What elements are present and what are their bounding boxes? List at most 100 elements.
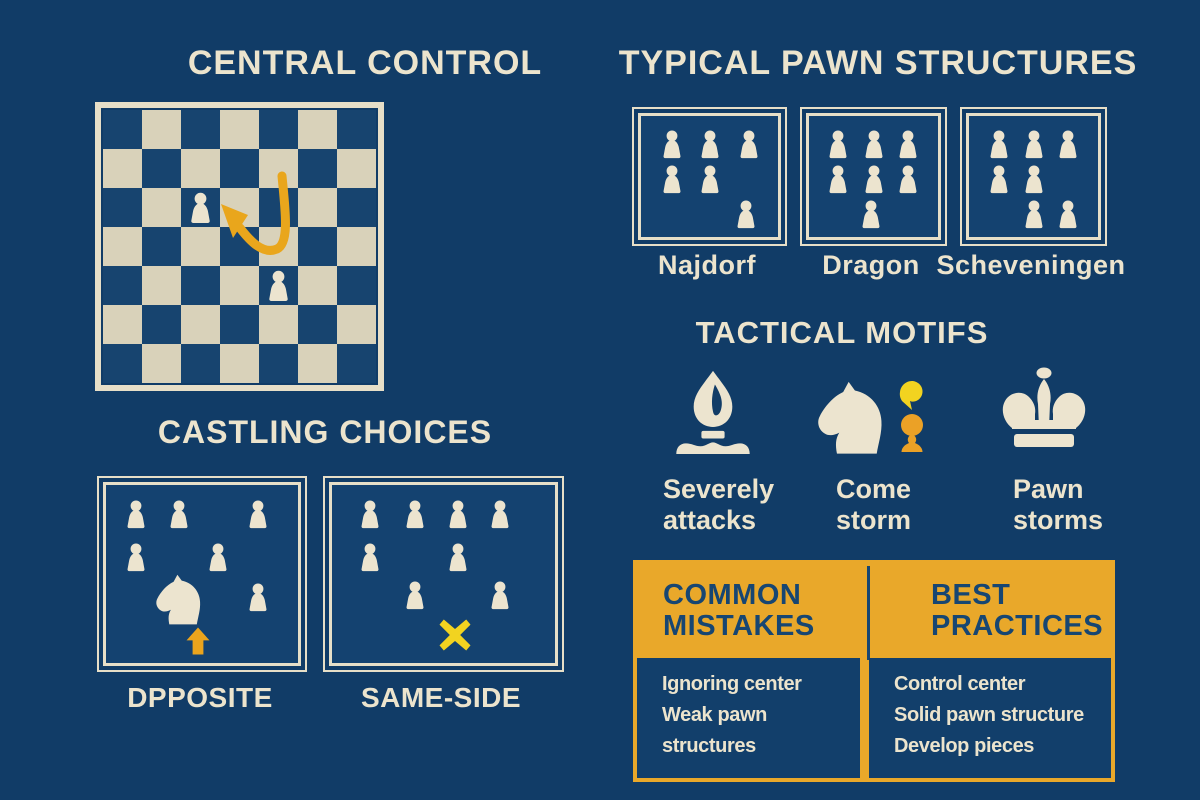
- list-item: Solid pawn structure: [894, 704, 1084, 726]
- structure-label-najdorf: Najdorf: [658, 250, 756, 280]
- pawn-icon: [826, 130, 849, 159]
- board-square: [259, 227, 298, 266]
- pawn-icon: [862, 130, 885, 159]
- pawn-icon: [988, 165, 1011, 194]
- structure-box-dragon: [800, 107, 947, 246]
- board-square: [220, 149, 259, 188]
- board-square: [142, 305, 181, 344]
- list-item: Ignoring center: [662, 673, 802, 695]
- header-line: MISTAKES: [663, 610, 815, 642]
- board-square: [103, 149, 142, 188]
- pawn-icon: [404, 581, 427, 610]
- pawn-icon: [660, 130, 683, 159]
- board-square: [298, 110, 337, 149]
- board-square: [103, 344, 142, 383]
- motif-label-line: storms: [1013, 505, 1104, 535]
- column-divider: [867, 566, 870, 660]
- pawn-icon: [446, 542, 469, 571]
- board-square: [181, 305, 220, 344]
- board-square: [259, 110, 298, 149]
- board-square: [142, 188, 181, 227]
- board-square: [181, 110, 220, 149]
- best-practices-panel: Control center Solid pawn structure Deve…: [869, 658, 1111, 778]
- board-square: [142, 227, 181, 266]
- king-crown-icon: [1000, 366, 1088, 452]
- comparison-table: COMMON MISTAKES BEST PRACTICES Ignoring …: [633, 560, 1115, 782]
- pawn-icon: [359, 500, 382, 529]
- board-square: [181, 227, 220, 266]
- pawn-icon: [698, 165, 721, 194]
- list-item: Develop pieces: [894, 735, 1035, 757]
- motif-label-severely-attacks: Severely attacks: [663, 474, 774, 536]
- list-item: Control center: [894, 673, 1026, 695]
- pawn-icon: [125, 500, 148, 529]
- pawn-icon: [859, 200, 882, 229]
- pawn-icon: [246, 583, 269, 612]
- board-square: [259, 266, 298, 305]
- pawn-icon: [207, 542, 230, 571]
- motif-label-come-storm: Come storm: [836, 474, 911, 536]
- pawn-icon: [489, 581, 512, 610]
- board-square: [103, 110, 142, 149]
- board-square: [259, 344, 298, 383]
- board-square: [103, 266, 142, 305]
- pawn-icon: [737, 130, 760, 159]
- header-line: BEST: [931, 579, 1011, 611]
- pawn-icon: [1056, 200, 1079, 229]
- pawn-icon: [988, 130, 1011, 159]
- tactical-motifs-title: TACTICAL MOTIFS: [695, 315, 989, 350]
- board-square: [298, 344, 337, 383]
- board-square: [181, 266, 220, 305]
- board-square: [337, 266, 376, 305]
- structure-box-najdorf: [632, 107, 787, 246]
- castling-choices-title: CASTLING CHOICES: [157, 414, 493, 450]
- pawn-icon: [1056, 130, 1079, 159]
- pawn-icon: [698, 130, 721, 159]
- board-square: [337, 305, 376, 344]
- structure-box-scheveningen: [960, 107, 1107, 246]
- pawn-icon: [168, 500, 191, 529]
- pawn-icon: [734, 200, 757, 229]
- board-square: [298, 149, 337, 188]
- pawn-icon: [1022, 165, 1045, 194]
- motif-label-line: Severely: [663, 474, 775, 504]
- pawn-icon: [359, 542, 382, 571]
- pawn-icon: [489, 500, 512, 529]
- list-item: Weak pawn structures: [662, 704, 767, 757]
- pawn-icon: [446, 500, 469, 529]
- pawn-icon: [896, 130, 919, 159]
- board-square: [259, 305, 298, 344]
- board-square: [298, 227, 337, 266]
- board-square: [259, 188, 298, 227]
- pawn-icon: [404, 500, 427, 529]
- board-square: [103, 227, 142, 266]
- board-square: [181, 188, 220, 227]
- board-square: [220, 344, 259, 383]
- bishop-flame-icon: [672, 369, 754, 454]
- board-square: [337, 188, 376, 227]
- structure-label-dragon: Dragon: [822, 250, 920, 280]
- pawn-icon: [896, 165, 919, 194]
- board-square: [142, 149, 181, 188]
- comparison-body: Ignoring center Weak pawn structures Con…: [637, 658, 1111, 778]
- pawn-icon: [826, 165, 849, 194]
- board-square: [142, 110, 181, 149]
- header-line: COMMON: [663, 579, 802, 611]
- board-square: [298, 266, 337, 305]
- board-square: [220, 305, 259, 344]
- pawn-icon: [266, 270, 291, 301]
- board-square: [103, 188, 142, 227]
- board-square: [220, 110, 259, 149]
- knight-icon: [152, 571, 206, 627]
- pawn-icon: [246, 500, 269, 529]
- board-square: [337, 110, 376, 149]
- chessboard-grid: [103, 110, 376, 383]
- best-practices-header: BEST PRACTICES: [867, 560, 1115, 658]
- castling-label-opposite: DPPOSITE: [127, 682, 273, 713]
- board-square: [142, 266, 181, 305]
- board-square: [181, 149, 220, 188]
- board-square: [142, 344, 181, 383]
- castling-label-same-side: SAME-SIDE: [360, 682, 522, 713]
- comparison-header-row: COMMON MISTAKES BEST PRACTICES: [633, 560, 1115, 660]
